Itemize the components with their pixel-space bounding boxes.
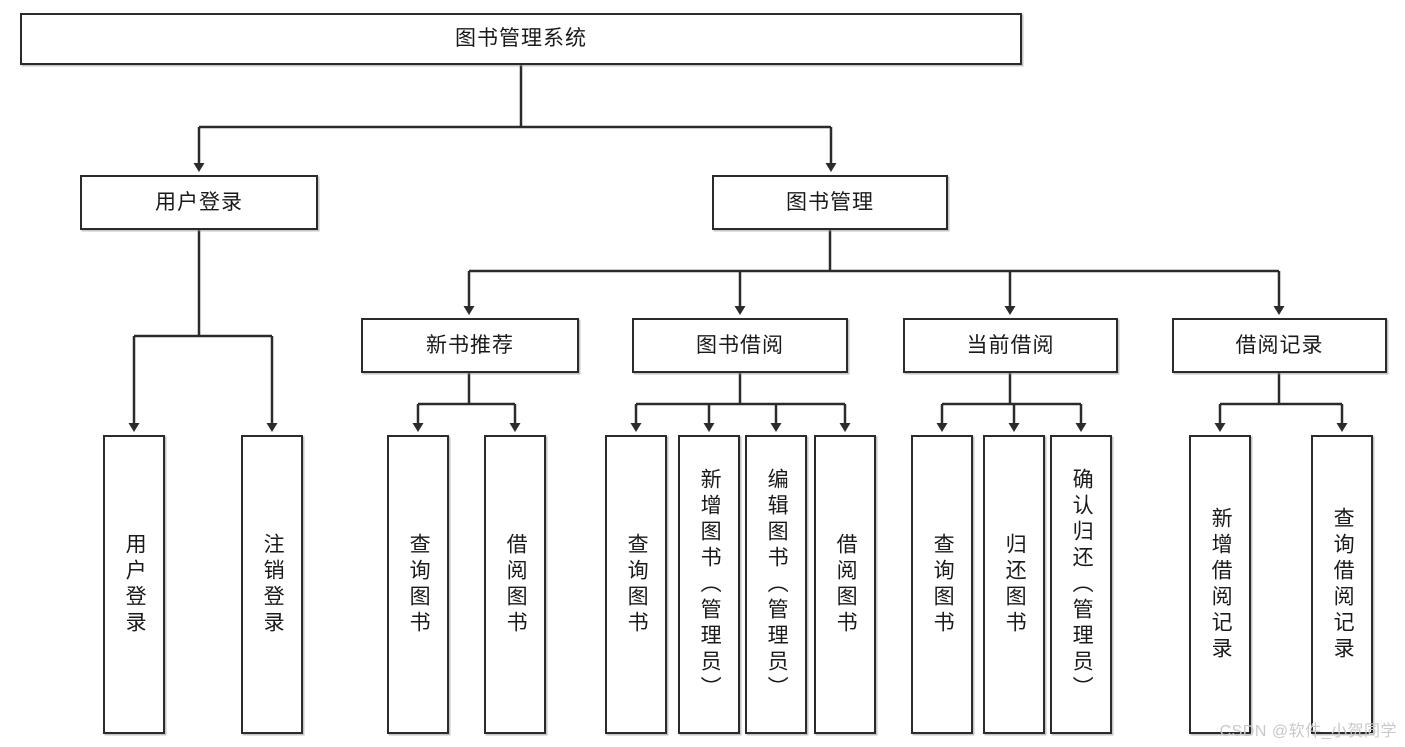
node-borrow-record-label: 借阅记录 <box>1235 333 1324 357</box>
leaf-add-borrow-record[interactable]: 新增借阅记录 <box>1189 435 1251 734</box>
node-book-management-label: 图书管理 <box>786 190 874 214</box>
node-new-book-recommend[interactable]: 新书推荐 <box>361 318 579 373</box>
leaf-query-book-current-label: 查询图书 <box>931 532 955 637</box>
leaf-user-login[interactable]: 用户登录 <box>103 435 165 734</box>
leaf-add-book-admin[interactable]: 新增图书（管理员） <box>678 435 740 734</box>
leaf-borrow-book-label: 借阅图书 <box>834 532 858 637</box>
node-book-borrow-label: 图书借阅 <box>696 333 784 357</box>
node-root-label: 图书管理系统 <box>455 27 587 51</box>
node-current-borrow-label: 当前借阅 <box>966 333 1055 357</box>
leaf-query-book-current[interactable]: 查询图书 <box>911 435 973 734</box>
leaf-return-book[interactable]: 归还图书 <box>983 435 1045 734</box>
node-root[interactable]: 图书管理系统 <box>20 13 1022 65</box>
leaf-query-book-borrow[interactable]: 查询图书 <box>605 435 667 734</box>
node-borrow-record[interactable]: 借阅记录 <box>1172 318 1387 373</box>
leaf-edit-book-admin[interactable]: 编辑图书（管理员） <box>745 435 807 734</box>
leaf-user-login-label: 用户登录 <box>123 532 147 637</box>
leaf-logout-label: 注销登录 <box>261 532 285 637</box>
leaf-borrow-book-recommend-label: 借阅图书 <box>504 532 528 637</box>
leaf-add-borrow-record-label: 新增借阅记录 <box>1209 506 1233 663</box>
leaf-query-book-recommend[interactable]: 查询图书 <box>387 435 449 734</box>
leaf-confirm-return-admin-label: 确认归还（管理员） <box>1070 467 1094 702</box>
node-current-borrow[interactable]: 当前借阅 <box>903 318 1118 373</box>
leaf-query-book-borrow-label: 查询图书 <box>625 532 649 637</box>
leaf-query-borrow-record-label: 查询借阅记录 <box>1331 506 1355 663</box>
leaf-borrow-book-recommend[interactable]: 借阅图书 <box>484 435 546 734</box>
node-book-borrow[interactable]: 图书借阅 <box>632 318 848 373</box>
node-book-management[interactable]: 图书管理 <box>712 175 948 230</box>
leaf-add-book-admin-label: 新增图书（管理员） <box>698 467 722 702</box>
leaf-borrow-book[interactable]: 借阅图书 <box>814 435 876 734</box>
leaf-confirm-return-admin[interactable]: 确认归还（管理员） <box>1050 435 1112 734</box>
leaf-query-book-recommend-label: 查询图书 <box>407 532 431 637</box>
leaf-edit-book-admin-label: 编辑图书（管理员） <box>765 467 789 702</box>
node-new-book-recommend-label: 新书推荐 <box>426 333 514 357</box>
node-user-login-label: 用户登录 <box>155 190 243 214</box>
leaf-return-book-label: 归还图书 <box>1003 532 1027 637</box>
leaf-logout[interactable]: 注销登录 <box>241 435 303 734</box>
leaf-query-borrow-record[interactable]: 查询借阅记录 <box>1311 435 1373 734</box>
node-user-login[interactable]: 用户登录 <box>80 175 318 230</box>
watermark: CSDN @软件_小贺同学 <box>1219 723 1397 740</box>
